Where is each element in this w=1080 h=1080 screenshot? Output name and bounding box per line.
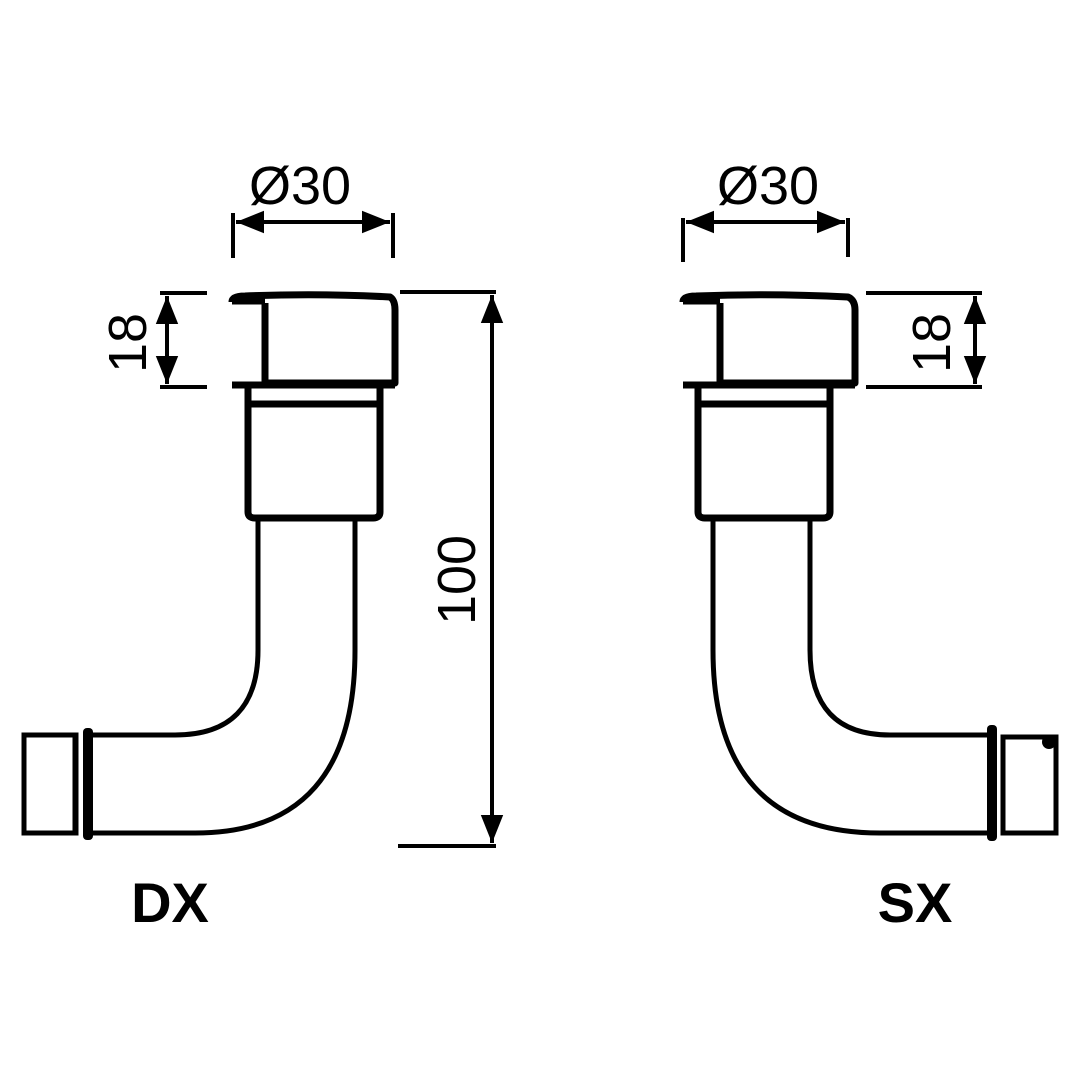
dx-total-height-dimension: 100: [398, 290, 504, 848]
dx-diameter-text: Ø30: [249, 156, 351, 216]
dx-diameter-dimension: Ø30: [231, 156, 395, 258]
sx-cap-height-text: 18: [902, 313, 962, 373]
dx-view: Ø30 18 100: [21, 156, 504, 934]
dx-end-sleeve: [21, 728, 93, 840]
dx-cap-height-text: 18: [98, 313, 158, 373]
sx-end-sleeve: [987, 725, 1059, 841]
sx-diameter-dimension: Ø30: [681, 156, 850, 262]
dx-collar: [244, 387, 384, 522]
dx-tube: [92, 520, 358, 836]
dx-cap-height-dimension: 18: [98, 291, 207, 389]
sx-label: SX: [878, 871, 953, 934]
sx-view: Ø30 18 SX: [679, 156, 1059, 940]
dx-total-height-text: 100: [427, 535, 487, 625]
sx-cap-height-dimension: 18: [866, 291, 987, 389]
sx-diameter-text: Ø30: [717, 156, 819, 216]
dx-cap: [228, 291, 399, 389]
sx-cap: [679, 291, 859, 389]
sx-collar: [694, 387, 834, 522]
sx-tube: [710, 520, 990, 836]
dx-label: DX: [131, 871, 209, 934]
